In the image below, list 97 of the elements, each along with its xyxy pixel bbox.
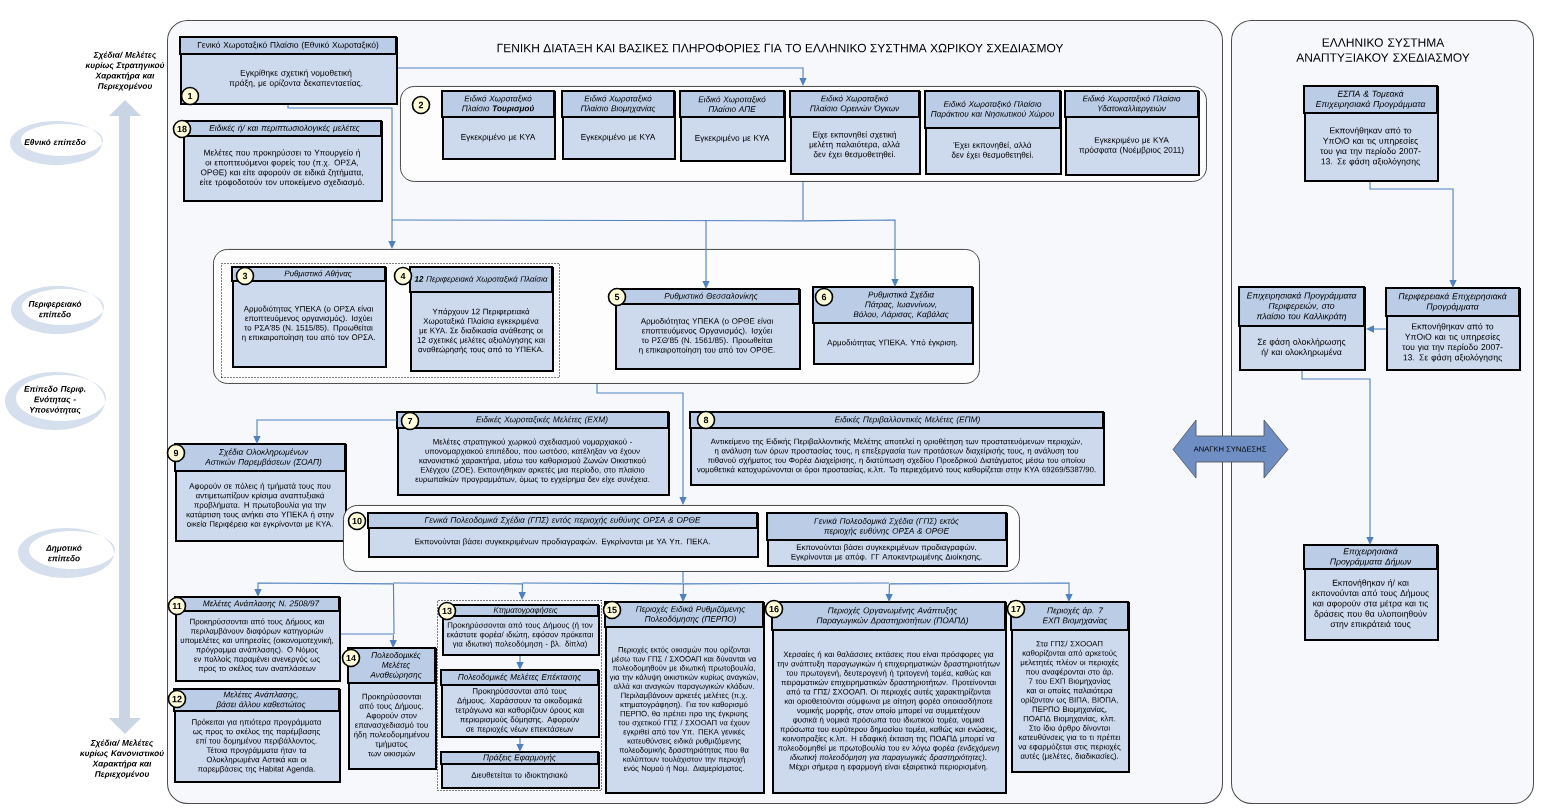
box-heading: Επιχειρησιακά Προγράμματα Δήμων: [1303, 544, 1438, 570]
plan-box: [561, 90, 676, 160]
box-heading: Ειδικό Χωροταξικό Πλαίσιο Τουρισμού: [441, 90, 555, 118]
box-text: Εκπονήθηκαν από το ΥπΟιΟ και τις υπηρεσίες του για την περίοδο 2007-13. Σε φάση αξιολόγησης: [1320, 126, 1421, 167]
arrow: [1366, 325, 1387, 333]
box-text: Εκπονήθηκαν από το ΥπΟιΟ και τις υπηρεσίες του για την περίοδο 2007-13. Σε φάση αξιολόγησης: [1402, 322, 1503, 363]
callout-number: 6: [814, 287, 834, 307]
callout-number: 16: [764, 599, 784, 619]
box-text: Εγκεκριμένο με ΚΥΑ: [461, 133, 536, 142]
box-text: Είχε εκπονηθεί σχετική μελέτη παλαιότερα, αλλά δεν έχει θεσμοθετηθεί.: [809, 131, 900, 159]
box-heading: ΕΣΠΑ & Τομεακά Επιχειρησιακά Προγράμματα: [1303, 85, 1438, 114]
connector-line: [392, 583, 395, 635]
connector-line: [682, 571, 684, 584]
box-text: Εγκεκριμένο με ΚΥΑ πρόσφατα (Νοέμβριος 2011): [1079, 136, 1184, 155]
callout-number: 17: [1006, 599, 1026, 619]
connector-line: [521, 582, 684, 585]
plan-box: [441, 90, 556, 160]
connector-line: [340, 633, 395, 635]
arrow: [254, 582, 394, 597]
double-arrow: [1172, 419, 1289, 479]
box-text: Εκπονήθηκαν ή/ και εκπονούνται από τους Δήμους και αφορούν στα μέτρα και τις δράσεις που θα υλοποιηθούν στην επικράτειά τους: [1312, 579, 1429, 629]
level-label: Εθνικό επίπεδο: [24, 138, 86, 146]
arrow: [596, 383, 687, 505]
box-text: Έχει εκπονηθεί, αλλά δεν έχει θεσμοθετηθεί.: [951, 141, 1033, 160]
arrow: [287, 104, 396, 249]
connector-line: [802, 181, 804, 221]
connector-line: [682, 582, 890, 585]
panel-title: ΓΕΝΙΚΗ ΔΙΑΤΑΞΗ ΚΑΙ ΒΑΣΙΚΕΣ ΠΛΗΡΟΦΟΡΙΕΣ ΓΙΑ ΤΟ ΕΛΛΗΝΙΚΟ ΣΥΣΤΗΜΑ ΧΩΡΙΚΟΥ ΣΧΕΔΙΑΣΜΟΥ: [497, 43, 1064, 53]
callout-number: 11: [167, 596, 187, 616]
box-heading: Ειδικό Χωροταξικό Πλαίσιο Υδατοκαλλιεργειών: [1064, 90, 1199, 118]
box-heading: Ειδικό Χωροταξικό Πλαίσιο Βιομηχανίας: [561, 90, 675, 118]
box-text: Εγκεκριμένο με ΚΥΑ: [581, 133, 656, 142]
plan-box: [1303, 85, 1439, 182]
callout-number: 9: [166, 443, 186, 463]
arrow: [518, 583, 526, 600]
callout-number: 18: [172, 119, 192, 139]
box-heading: Γενικά Πολεοδομικά Σχέδια (ΓΠΣ) εντός περιοχής ευθύνης ΟΡΣΑ & ΟΡΘΕ: [367, 512, 758, 529]
box-text: Αρμοδιότητας ΥΠΕΚΑ (ο ΟΡΘΕ είναι εποπτευόμενος Οργανισμός). Ισχύει το ΡΣΘ'85 (Ν. 1561/85). Προωθείται η επικαιροποίηση του από τον ΟΡΘΕ.: [639, 317, 775, 355]
plan-box: [440, 751, 600, 789]
callout-number: 3: [235, 266, 255, 286]
callout-number: 15: [602, 600, 622, 620]
callout-number: 4: [393, 266, 413, 286]
arrow: [1301, 370, 1374, 545]
box-text: Αρμοδιότητας ΥΠΕΚΑ. Υπό έγκριση.: [827, 339, 958, 347]
panel-title: ΕΛΛΗΝΙΚΟ ΣΥΣΤΗΜΑ ΑΝΑΠΤΥΞΙΑΚΟΥ ΣΧΕΔΙΑΣΜΟΥ: [1296, 38, 1470, 62]
arrow: [679, 583, 687, 602]
box-heading: Ειδικό Χωροταξικό Πλαίσιο Ορεινών Όγκων: [789, 90, 920, 118]
box-heading: Γενικά Πολεοδομικά Σχέδια (ΓΠΣ) εκτός περιοχής ευθύνης ΟΡΣΑ & ΟΡΘΕ: [766, 512, 1007, 541]
arrow: [389, 634, 397, 648]
axis-label: Σχέδια/ Μελέτες κυρίως Στρατηγικού Χαρακτήρα και Περιεχομένου: [85, 51, 165, 91]
callout-number: 1: [180, 86, 200, 106]
arrow: [516, 655, 524, 670]
level-label: Επίπεδο Περιφ. Ενότητας - Υποενότητας: [24, 385, 86, 415]
arrow: [516, 737, 524, 752]
plan-box: [1303, 544, 1439, 641]
plan-box: [440, 669, 600, 738]
connector-line: [392, 582, 523, 585]
arrow: [885, 583, 893, 602]
arrow: [253, 419, 398, 444]
arrow: [397, 67, 807, 86]
level-label: Δημοτικό επίπεδο: [45, 544, 82, 562]
plan-box: [1238, 286, 1366, 371]
callout-number: 8: [696, 410, 716, 430]
box-text: Εγκεκριμένο με ΚΥΑ: [695, 134, 770, 143]
box-text: Μελέτες που προκηρύσσει το Υπουργείο ή οι εποπτευόμενοι φορείς του (π.χ. ΟΡΣΑ, ΟΡΘΕ) και είτε αφορούν σε ειδικά ζητήματα, είτε τροφοδοτούν τον υποκείμενο σχεδιασμό.: [199, 149, 364, 187]
box-text: Σε φάση ολοκλήρωσης ή/ και ολοκληρωμένα: [1257, 338, 1346, 357]
callout-number: 10: [347, 511, 367, 531]
box-heading: Ειδικό Χωροταξικό Πλαίσιο Παράκτιου και Νησιωτικού Χώρου: [924, 90, 1061, 129]
plan-box: [1385, 287, 1521, 371]
axis-label: Σχέδια/ Μελέτες κυρίως Κανονιστικού Χαρακτήρα και Περιεχομένου: [80, 739, 164, 779]
box-heading: Πράξεις Εφαρμογής: [440, 751, 599, 765]
arrow: [1369, 181, 1457, 288]
callout-number: 12: [167, 689, 187, 709]
dotted-frame: [221, 263, 560, 378]
box-text: Εγκρίθηκε σχετική νομοθετική πράξη, με ορίζοντα δεκαπενταετίας.: [229, 69, 363, 88]
callout-number: 5: [607, 287, 627, 307]
box-heading: 12 Περιφερειακά Χωροταξικά Πλαίσια: [409, 266, 553, 293]
plan-box: [679, 90, 786, 162]
box-heading: Πολεοδομικές Μελέτες Επέκτασης: [440, 669, 599, 686]
box-heading: Περιφερειακά Επιχειρησιακά Προγράμματα: [1385, 287, 1520, 317]
box-text: Εκπονούνται βάσει συγκεκριμένων προδιαγραφών. Εγκρίνονται με ΥΑ Υπ. ΠΕΚΑ.: [415, 538, 710, 546]
callout-number: 13: [437, 601, 457, 621]
arrow: [802, 219, 899, 287]
box-heading: Ειδικό Χωροταξικό Πλαίσιο ΑΠΕ: [679, 90, 785, 118]
callout-number: 14: [341, 648, 361, 668]
callout-number: 7: [400, 411, 420, 431]
box-heading: Γενικό Χωροταξικό Πλαίσιο (Εθνικό Χωροταξικό): [179, 36, 397, 55]
plan-box: [766, 512, 1008, 567]
level-label: Περιφερειακό επίπεδο: [28, 300, 82, 318]
callout-number: 2: [411, 95, 431, 115]
plan-box: [789, 90, 921, 175]
dotted-frame: [437, 600, 602, 791]
arrow: [391, 219, 804, 289]
plan-box: [1064, 90, 1200, 176]
box-heading: Επιχειρησιακά Προγράμματα Περιφερειών, στο πλαίσιο του Καλλικράτη: [1238, 286, 1365, 327]
plan-box: [924, 90, 1062, 175]
arrow: [888, 582, 1073, 602]
